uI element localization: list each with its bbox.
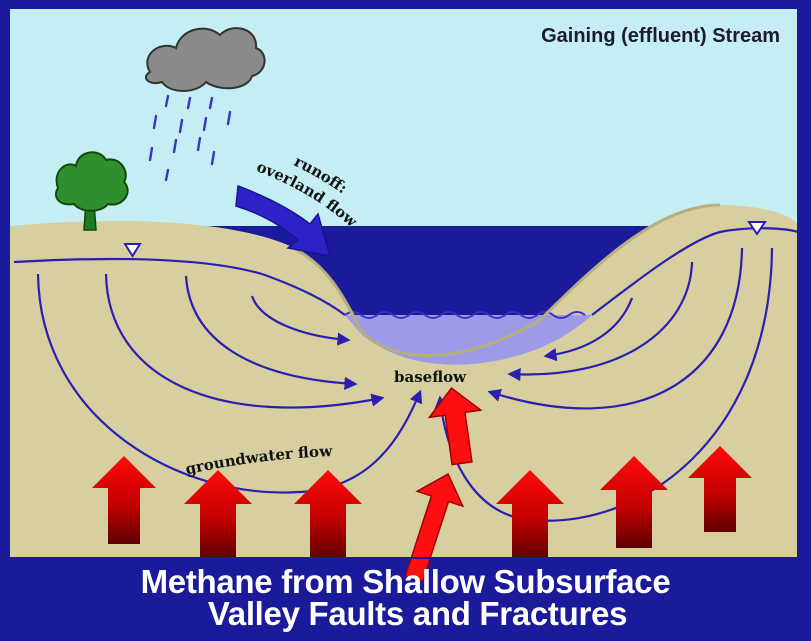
caption-line-1: Methane from Shallow Subsurface [140,563,671,600]
water-table-marker-icon [747,221,767,236]
tree-icon [55,151,129,231]
water-table-marker-icon [123,243,142,258]
stream-water [345,315,592,365]
diagram-border [8,7,799,559]
ground [9,205,798,558]
upward-arrow-icon [688,446,752,532]
sky-panel [9,8,798,226]
runoff-arrow [235,184,332,257]
upward-arrow-icon [184,470,252,558]
methane-arrows [92,446,752,558]
diagram-title: Gaining (effluent) Stream [541,25,780,47]
ground-surface [289,203,721,358]
rain-cloud-icon [144,27,266,182]
fault-arrow-upper [427,386,483,466]
groundwater-flow-lines [36,273,423,494]
water-table-line [13,227,799,316]
stream-surface [344,311,586,319]
upward-arrow-icon [92,456,156,544]
upward-arrow-icon [496,470,564,558]
caption-line-2: Valley Faults and Fractures [207,595,628,632]
upward-arrow-icon [294,470,362,558]
fault-arrow-lower [404,472,465,583]
upward-arrow-icon [600,456,668,548]
baseflow-label: baseflow [394,368,467,386]
